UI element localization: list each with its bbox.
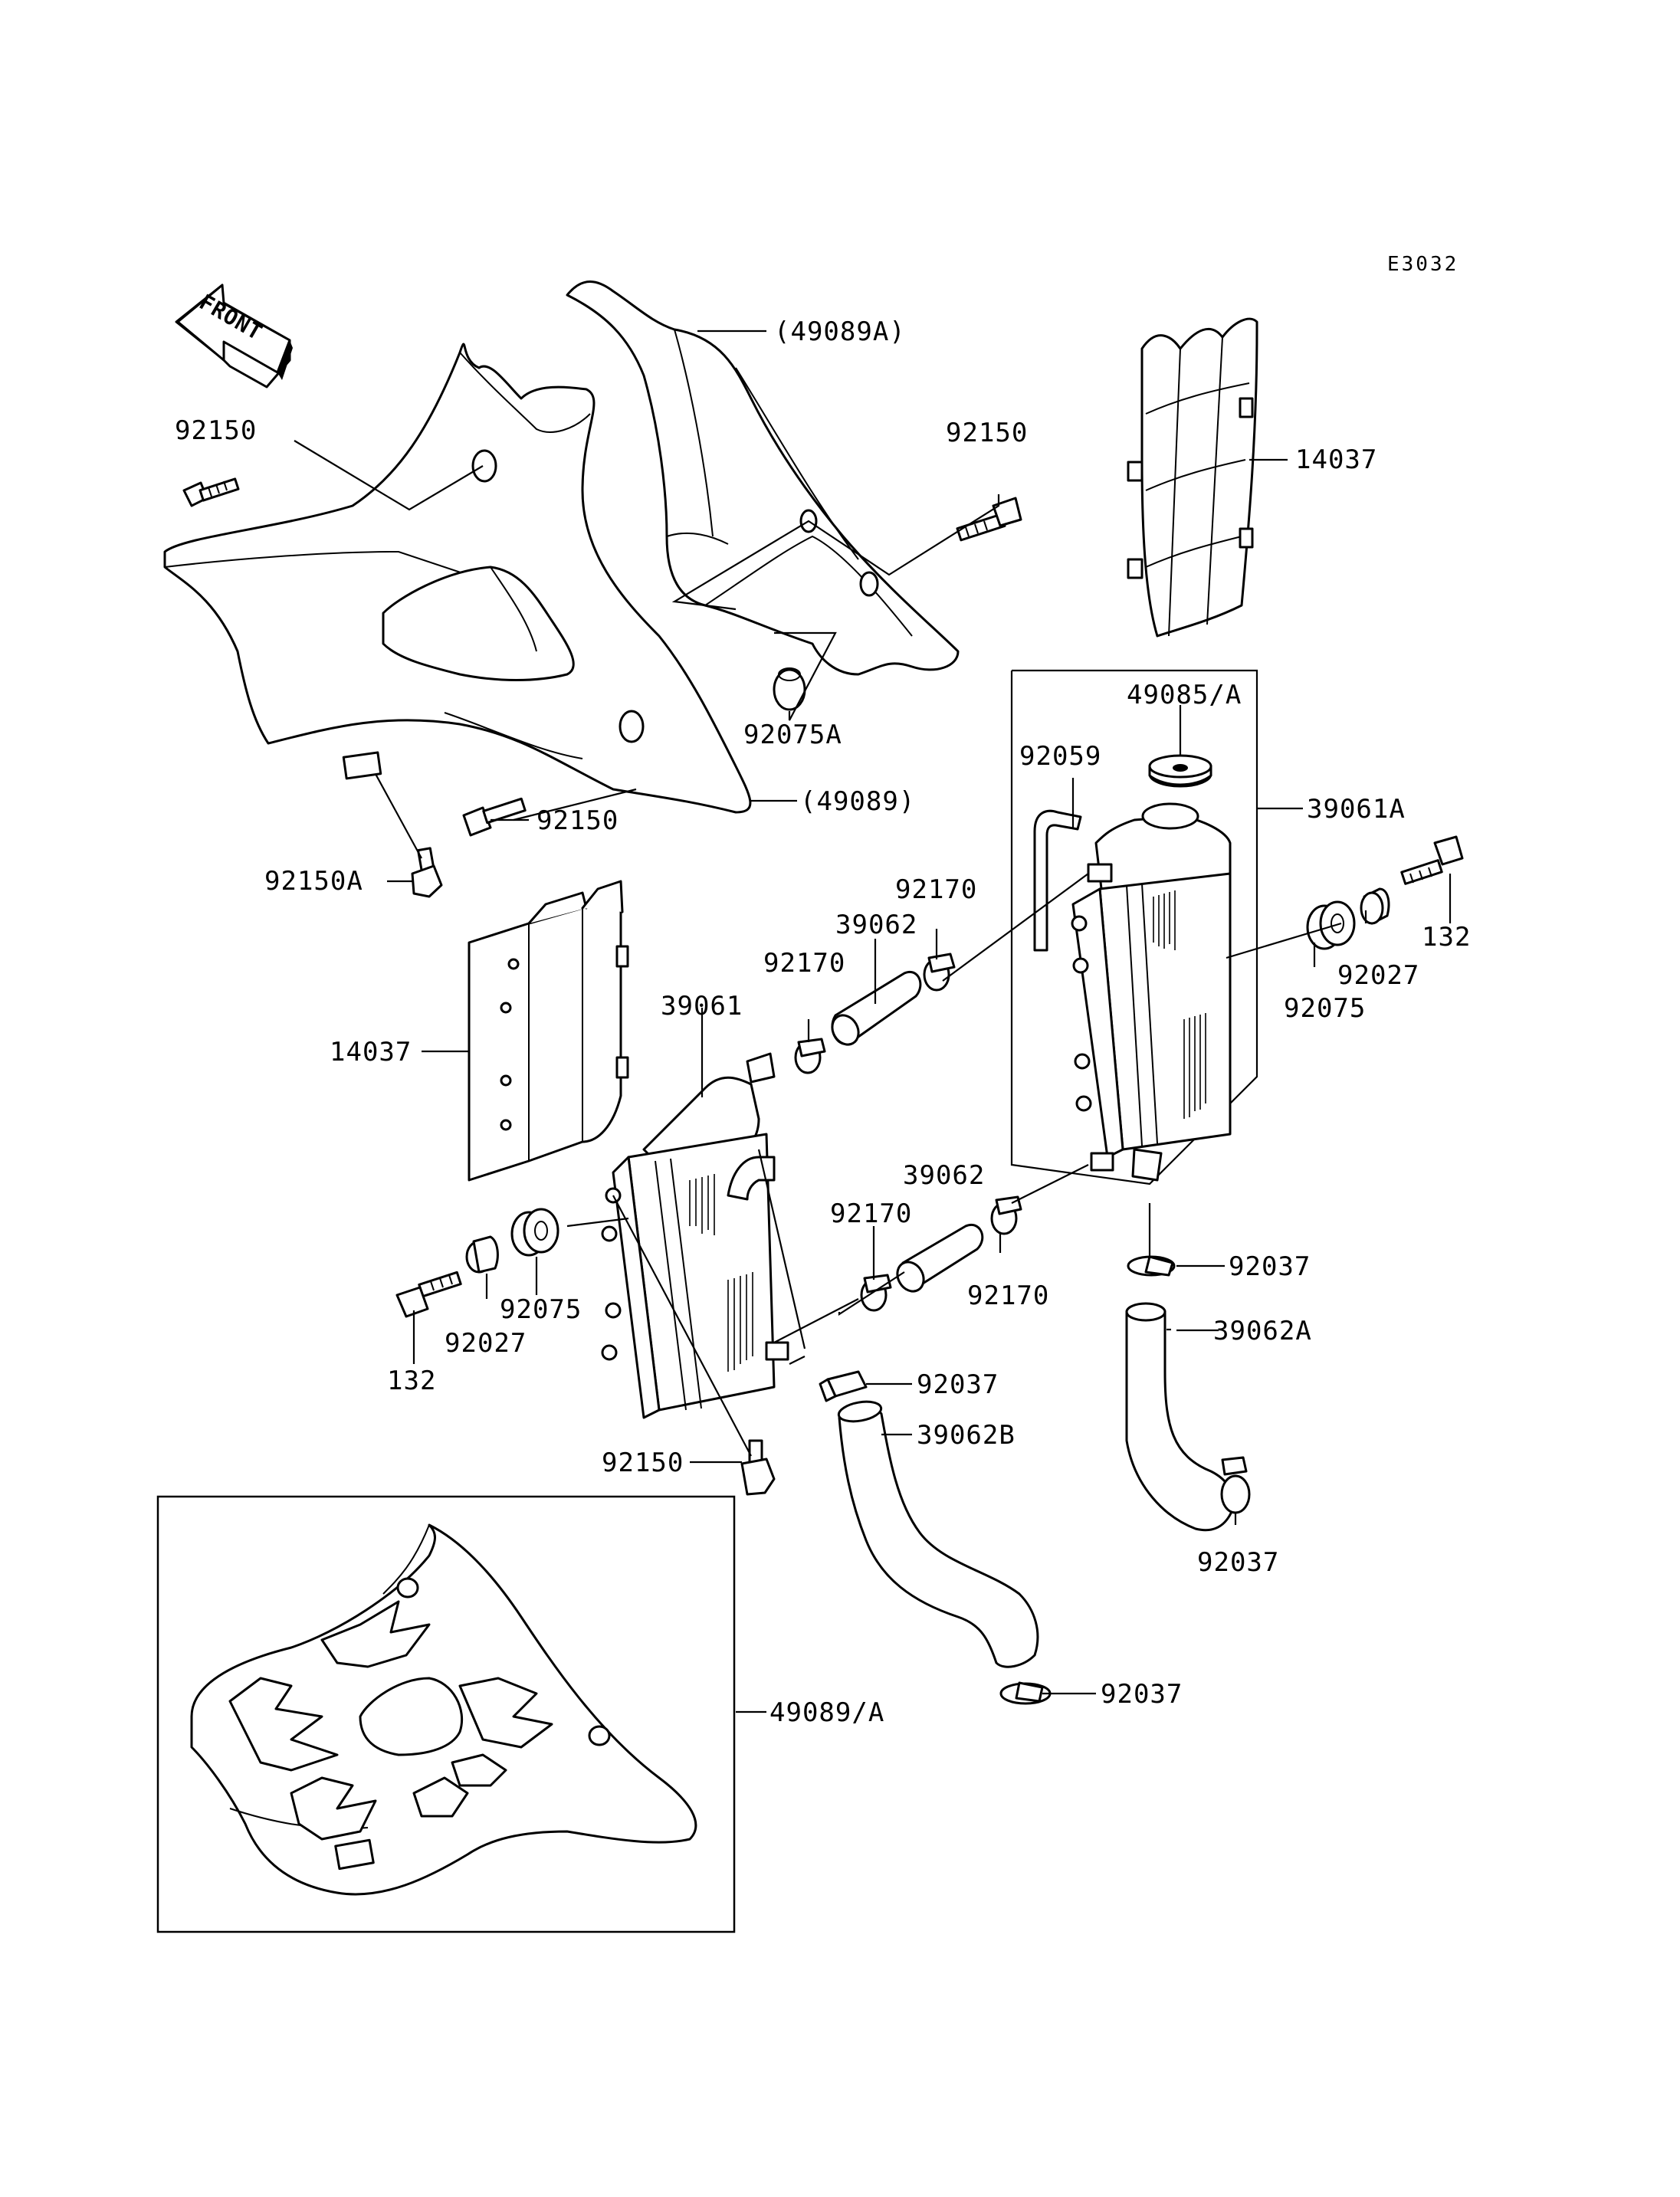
label-49085A: 49085/A <box>1127 680 1242 710</box>
label-39061: 39061 <box>661 991 743 1021</box>
radiator-left-part <box>601 1052 789 1419</box>
label-92037-b: 92037 <box>1197 1547 1279 1578</box>
hose-39062B-part <box>837 1400 1039 1668</box>
label-49089A-slash: 49089/A <box>769 1697 884 1728</box>
label-132-r: 132 <box>1422 922 1471 953</box>
label-92075-r: 92075 <box>1284 993 1366 1024</box>
hose-39062-a-part <box>831 970 922 1046</box>
label-92150-bot: 92150 <box>602 1448 684 1478</box>
hose-39062A-part <box>1125 1302 1235 1532</box>
collar-92075A-part <box>773 667 806 711</box>
label-39061A: 39061A <box>1307 794 1406 825</box>
label-39062A: 39062A <box>1213 1316 1312 1346</box>
leader-lines <box>294 330 1452 1713</box>
label-92170-a: 92170 <box>895 874 977 905</box>
label-39062-a: 39062 <box>835 910 917 940</box>
label-92150-mid: 92150 <box>536 805 619 836</box>
label-92037-d: 92037 <box>1101 1679 1183 1710</box>
radiator-right-fins <box>1153 890 1206 1119</box>
label-92059: 92059 <box>1019 741 1101 772</box>
radiator-cap-part <box>1148 754 1212 788</box>
bolt-92150A-part <box>411 847 443 898</box>
label-14037-l: 14037 <box>330 1037 412 1067</box>
label-132-l: 132 <box>387 1366 436 1396</box>
shroud-left-part <box>163 343 752 814</box>
label-39062B: 39062B <box>917 1420 1016 1451</box>
radiator-left-fins <box>689 1174 753 1372</box>
inset-shroud-box <box>156 1495 736 1933</box>
breather-hose-part <box>1033 809 1082 952</box>
label-92170-b: 92170 <box>763 948 845 979</box>
part-labels: (49089A) 92150 92150 14037 92075A (49089… <box>175 316 1471 1728</box>
diagram-code: E3032 <box>1387 253 1459 276</box>
label-92170-d: 92170 <box>967 1280 1049 1311</box>
label-92027-r: 92027 <box>1337 960 1419 991</box>
label-49089-paren: (49089) <box>800 786 915 817</box>
collar-92027-l-part <box>465 1235 499 1274</box>
collar-92027-r-part <box>1360 887 1390 925</box>
bolt-132-l-part <box>395 1271 462 1318</box>
label-92037-c: 92037 <box>917 1369 999 1400</box>
label-49089A-paren: (49089A) <box>774 316 906 347</box>
grommet-92075-r-part <box>1306 900 1356 950</box>
bolt-92150-tl-part <box>182 477 240 507</box>
hose-39062-b-part <box>896 1223 984 1293</box>
label-92037-a: 92037 <box>1229 1251 1311 1282</box>
clamp-92170-c-part <box>860 1274 892 1312</box>
shroud-right-part <box>566 280 960 676</box>
label-92150A: 92150A <box>264 866 363 897</box>
clamp-92037-b-part <box>1220 1456 1251 1514</box>
clamp-92037-a-part <box>1127 1255 1176 1277</box>
clamp-92170-d-part <box>990 1195 1022 1235</box>
label-92150-tm: 92150 <box>946 418 1028 448</box>
bolt-92150-bot-part <box>740 1439 776 1496</box>
radiator-guard-left-part <box>468 880 629 1182</box>
label-92075-l: 92075 <box>500 1294 582 1325</box>
radiator-right-part <box>1010 669 1258 1185</box>
label-92075A: 92075A <box>743 720 842 750</box>
label-39062-b: 39062 <box>903 1160 985 1191</box>
clamp-92170-a-part <box>923 953 956 992</box>
grommet-92075-l-part <box>510 1208 559 1257</box>
bolt-92150-tm-part <box>956 497 1022 542</box>
clamp-92170-b-part <box>794 1038 826 1074</box>
label-92150-tl: 92150 <box>175 415 257 446</box>
label-92027-l: 92027 <box>445 1328 527 1359</box>
front-arrow-icon: FRONT <box>175 284 293 389</box>
bolt-132-r-part <box>1400 835 1464 885</box>
bolt-92150-mid-part <box>462 797 527 837</box>
clamp-92037-c-part <box>819 1370 868 1402</box>
label-14037-r: 14037 <box>1295 444 1377 475</box>
radiator-guard-right-part <box>1127 317 1258 638</box>
label-92170-c: 92170 <box>830 1199 912 1229</box>
